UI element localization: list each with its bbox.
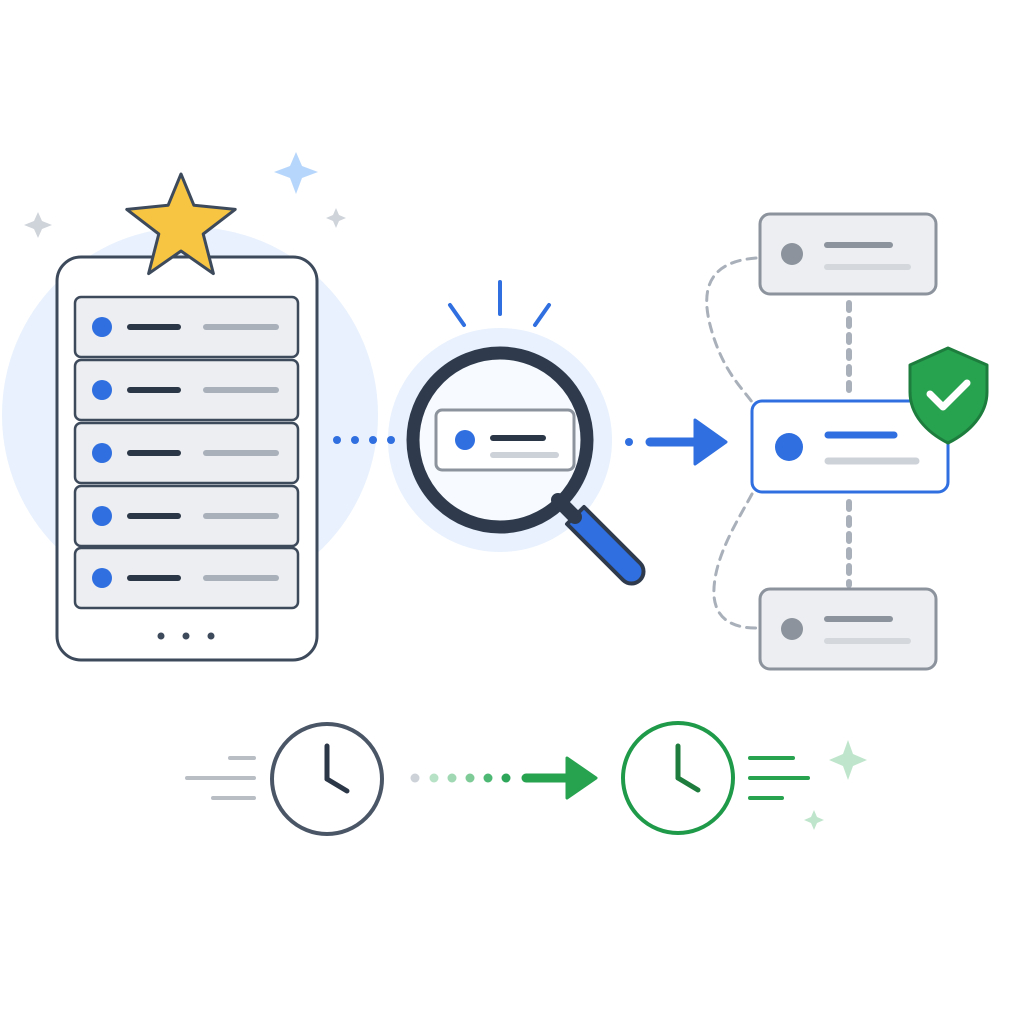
arrow-right-icon xyxy=(410,756,598,800)
record-card-icon xyxy=(758,212,938,296)
list-row xyxy=(73,358,300,422)
arrow-right-icon xyxy=(625,418,728,466)
clock-icon xyxy=(270,722,384,836)
star-icon xyxy=(125,172,237,276)
list-row xyxy=(73,546,300,610)
card-connectors xyxy=(705,256,852,630)
magnifier-icon xyxy=(406,346,646,586)
sparkle-icon xyxy=(274,152,318,194)
list-row xyxy=(73,484,300,548)
more-dots-icon xyxy=(157,632,215,640)
sparkle-icon xyxy=(24,212,52,238)
record-card-icon xyxy=(758,587,938,671)
highlight-rays-icon xyxy=(448,280,551,327)
sparkle-icon xyxy=(829,740,867,780)
speed-lines-icon xyxy=(185,756,256,800)
sparkle-icon xyxy=(804,810,824,830)
dotted-connector xyxy=(333,436,395,444)
database-list-icon xyxy=(55,255,319,662)
selected-record-card xyxy=(750,399,950,494)
shield-check-icon xyxy=(908,346,989,445)
speed-lines-icon xyxy=(748,756,810,800)
clock-icon xyxy=(621,721,735,835)
list-row xyxy=(73,421,300,485)
sparkle-icon xyxy=(326,208,346,228)
list-row xyxy=(73,295,300,359)
